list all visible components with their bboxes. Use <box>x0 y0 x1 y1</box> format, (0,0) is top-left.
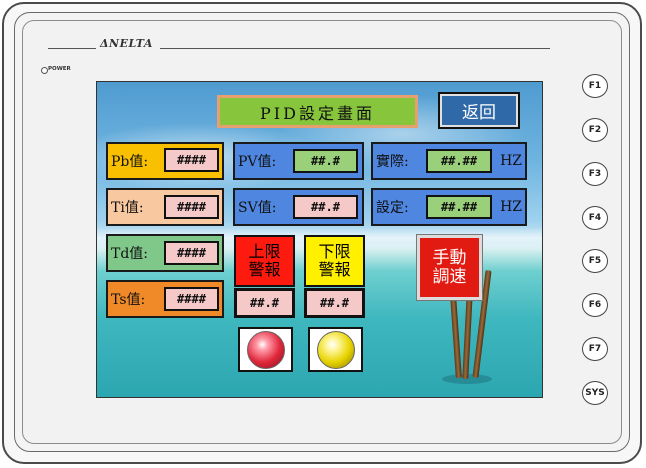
f1-key[interactable]: F1 <box>582 74 608 98</box>
brand-rule-right <box>160 48 550 49</box>
sys-key[interactable]: SYS <box>582 381 608 405</box>
set-frequency-field[interactable]: ##.## <box>426 195 492 219</box>
manual-speed-button[interactable]: 手動 調速 <box>416 234 483 301</box>
pv-value: ##.# <box>293 149 358 173</box>
back-button-label: 返回 <box>442 96 516 125</box>
td-value-field[interactable]: #### <box>164 241 219 265</box>
lower-limit-value-field[interactable]: ##.# <box>304 288 365 318</box>
pb-label: Pb值: <box>111 154 149 170</box>
f3-key[interactable]: F3 <box>582 162 608 186</box>
page-title: PID設定畫面 <box>217 95 418 128</box>
manual-line2: 調速 <box>432 266 467 287</box>
sv-value-field[interactable]: ##.# <box>293 195 358 219</box>
lower-alarm-line2: 警報 <box>318 260 351 279</box>
ts-label: Ts值: <box>111 292 146 308</box>
f6-key[interactable]: F6 <box>582 293 608 317</box>
lower-alarm-line1: 下限 <box>318 242 351 261</box>
upper-alarm-line2: 警報 <box>248 260 281 279</box>
lower-alarm-lamp-frame <box>308 327 363 372</box>
power-label: POWER <box>48 66 71 72</box>
lower-alarm-lamp-icon <box>316 330 355 369</box>
setting-unit: HZ <box>500 199 522 215</box>
ti-value-field[interactable]: #### <box>164 195 219 219</box>
f4-key[interactable]: F4 <box>582 206 608 230</box>
brand-logo: ΔNELTA <box>100 37 153 50</box>
upper-alarm-line1: 上限 <box>248 242 281 261</box>
manual-line1: 手動 <box>432 247 467 268</box>
td-label: Td值: <box>111 246 149 262</box>
back-button[interactable]: 返回 <box>438 92 520 129</box>
pb-value-field[interactable]: #### <box>164 148 219 172</box>
upper-alarm-lamp-icon <box>246 330 285 369</box>
sv-label: SV值: <box>238 200 277 216</box>
actual-label: 實際: <box>376 154 409 170</box>
hmi-screen: PID設定畫面 返回 Pb值: #### Ti值: #### Td值: ####… <box>96 81 543 398</box>
upper-limit-alarm-label: 上限 警報 <box>234 235 295 287</box>
ts-param: Ts值: <box>106 280 224 318</box>
actual-frequency-value: ##.## <box>426 149 492 173</box>
brand-rule-left <box>48 48 96 49</box>
upper-limit-value-field[interactable]: ##.# <box>234 288 295 318</box>
ts-value-field[interactable]: #### <box>164 287 219 311</box>
f2-key[interactable]: F2 <box>582 118 608 142</box>
power-led-icon <box>41 67 48 74</box>
ti-label: Ti值: <box>111 200 144 216</box>
actual-unit: HZ <box>500 153 522 169</box>
f5-key[interactable]: F5 <box>582 249 608 273</box>
upper-alarm-lamp-frame <box>238 327 293 372</box>
background-post-shadow <box>442 374 492 384</box>
setting-label: 設定: <box>376 200 409 216</box>
pv-label: PV值: <box>238 154 277 170</box>
lower-limit-alarm-label: 下限 警報 <box>304 235 365 287</box>
f7-key[interactable]: F7 <box>582 337 608 361</box>
